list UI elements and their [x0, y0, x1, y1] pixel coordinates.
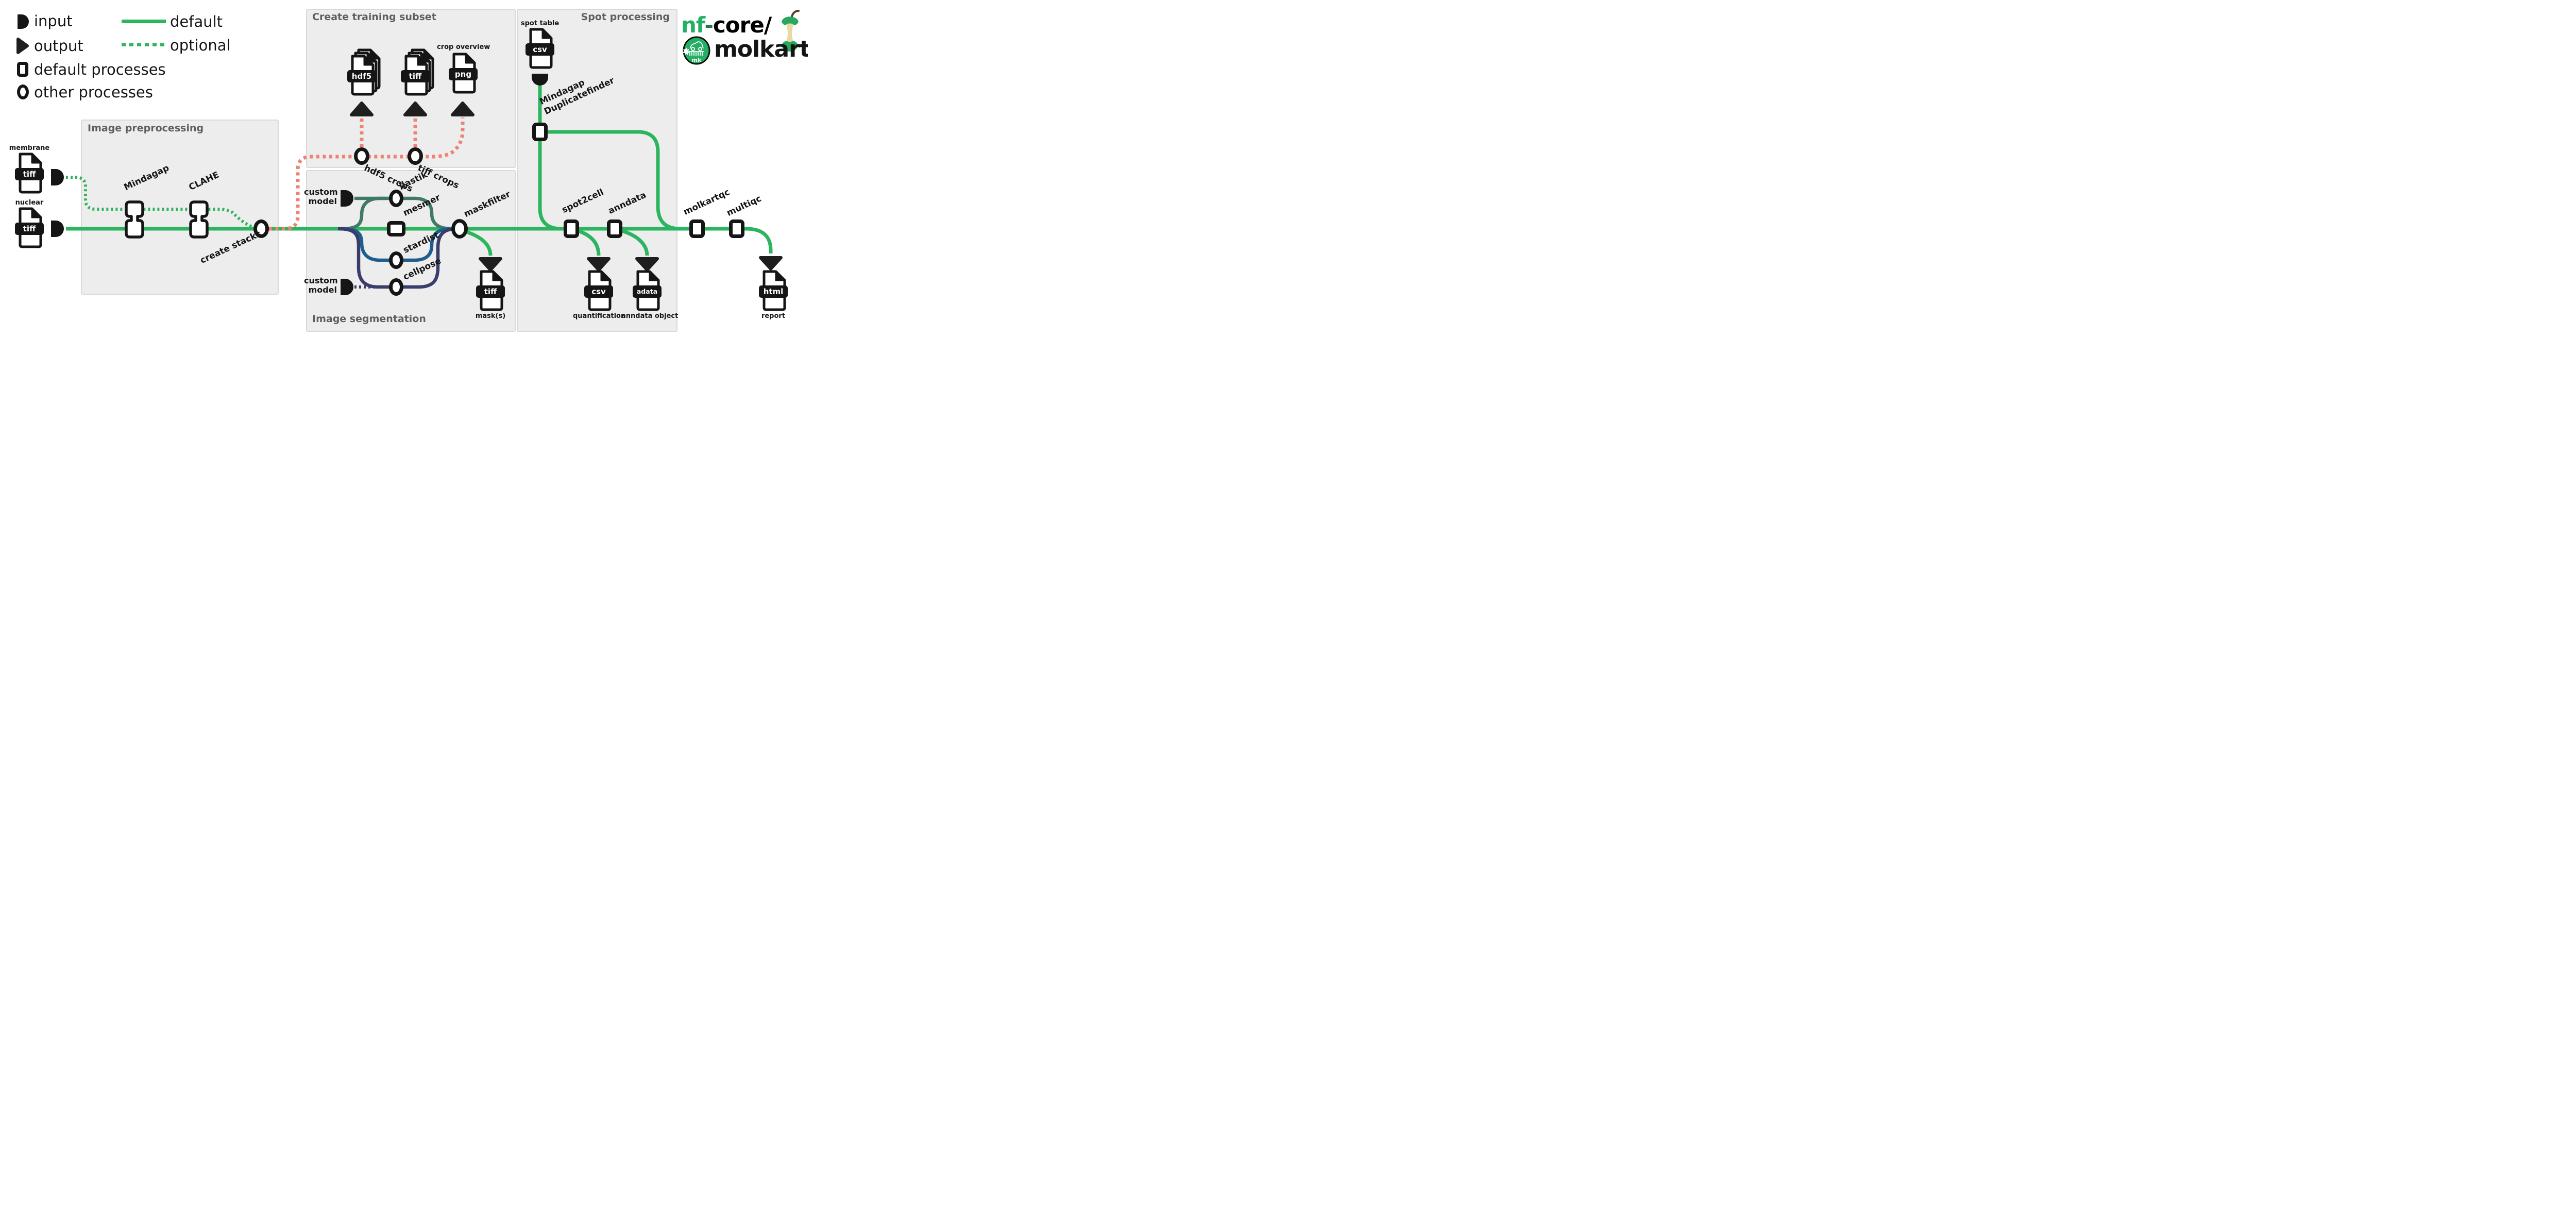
legend-output-label: output: [34, 37, 83, 55]
quantification-csv-file-icon: csv: [584, 270, 613, 311]
anndata-adata-file-icon: adata: [633, 270, 662, 311]
quantification-format-label: csv: [591, 287, 606, 296]
nuclear-tiff-file-icon: tiff: [15, 207, 44, 248]
quantification-output-icon: [587, 257, 611, 272]
nuclear-caption: nuclear: [15, 199, 44, 207]
report-html-file-icon: html: [759, 270, 788, 311]
default-line-icon: [122, 20, 166, 23]
tiff-format-label: tiff: [409, 72, 422, 81]
output-icon: [16, 38, 29, 54]
membrane-tiff-file-icon: tiff: [15, 153, 44, 194]
custom-model-top-input-icon: [341, 190, 353, 207]
molkart-wordmark: molkart: [714, 36, 808, 62]
crop-overview-png-file-icon: png: [449, 53, 478, 94]
clahe-node: [189, 200, 209, 239]
masks-tiff-file-icon: tiff: [476, 270, 505, 311]
report-output-icon: [759, 256, 783, 270]
other-process-icon: [17, 84, 29, 99]
masks-format-label: tiff: [484, 287, 497, 296]
title-spot-processing: Spot processing: [581, 11, 670, 23]
legend-default-label: default: [170, 13, 223, 30]
nf-core-wordmark: nf-core/: [681, 12, 772, 38]
badge-kart-icon: [689, 41, 704, 56]
hdf5-crops-node: [354, 147, 369, 165]
spot-table-input-icon: [532, 74, 548, 86]
legend-default-processes-label: default processes: [34, 61, 166, 78]
mindagap-duplicatefinder-node: [532, 123, 548, 141]
hdf5-crops-file-stack-icon: hdf5: [347, 48, 381, 96]
molkartqc-node: [689, 219, 705, 238]
nuclear-input-icon: [51, 221, 64, 237]
hdf5-format-label: hdf5: [352, 72, 371, 81]
create-stacks-node: [253, 219, 269, 238]
molkart-badge-icon: mk: [683, 36, 710, 65]
html-format-label: html: [764, 287, 784, 296]
png-output-icon: [451, 102, 474, 116]
multiqc-node: [729, 219, 744, 238]
badge-star-icon: [683, 47, 690, 55]
tiff-crops-file-stack-icon: tiff: [401, 48, 434, 96]
anndata-object-caption: anndata object: [621, 312, 679, 320]
input-icon: [18, 14, 29, 29]
mindagap-node: [125, 200, 144, 239]
pipeline-diagram: Image preprocessing Create training subs…: [0, 0, 808, 340]
crop-overview-caption: crop overview: [437, 43, 490, 51]
legend-optional-label: optional: [170, 37, 231, 54]
title-image-segmentation: Image segmentation: [312, 313, 426, 325]
optional-line-icon: [122, 43, 166, 46]
anndata-node: [607, 219, 622, 238]
tiff-crops-node: [408, 147, 423, 165]
masks-output-icon: [479, 257, 502, 272]
maskfilter-node: [451, 219, 468, 239]
title-image-preprocessing: Image preprocessing: [88, 123, 204, 134]
tiff-output-icon: [403, 102, 427, 116]
legend-other-processes-label: other processes: [34, 83, 153, 101]
quantification-caption: quantification: [573, 312, 626, 320]
anndata-output-icon: [635, 257, 659, 272]
membrane-caption: membrane: [9, 144, 50, 152]
title-create-training-subset: Create training subset: [312, 11, 436, 23]
spot-table-csv-file-icon: csv: [526, 28, 554, 69]
molkartqc-label: molkartqc: [682, 187, 732, 217]
stardist-node: [389, 251, 403, 269]
apple-core-icon: [782, 10, 800, 52]
badge-mk-label: mk: [692, 57, 702, 63]
png-format-label: png: [455, 70, 471, 79]
report-caption: report: [761, 312, 786, 320]
spot-table-caption: spot table: [520, 20, 560, 27]
cellpose-node: [389, 278, 403, 296]
membrane-input-icon: [51, 169, 64, 185]
adata-format-label: adata: [637, 287, 657, 295]
spot2cell-node: [564, 219, 579, 238]
nuclear-format-label: tiff: [23, 224, 36, 233]
masks-caption: mask(s): [475, 312, 506, 320]
csv-format-label: csv: [533, 45, 547, 54]
multiqc-label: multiqc: [725, 193, 764, 218]
box-image-preprocessing: [81, 120, 279, 295]
legend-input-label: input: [34, 12, 73, 30]
default-process-icon: [17, 62, 28, 77]
hdf5-output-icon: [350, 102, 374, 116]
ilastik-node: [389, 190, 403, 207]
membrane-format-label: tiff: [23, 170, 36, 179]
mesmer-node: [387, 221, 405, 236]
custom-model-bottom-input-icon: [341, 279, 353, 295]
